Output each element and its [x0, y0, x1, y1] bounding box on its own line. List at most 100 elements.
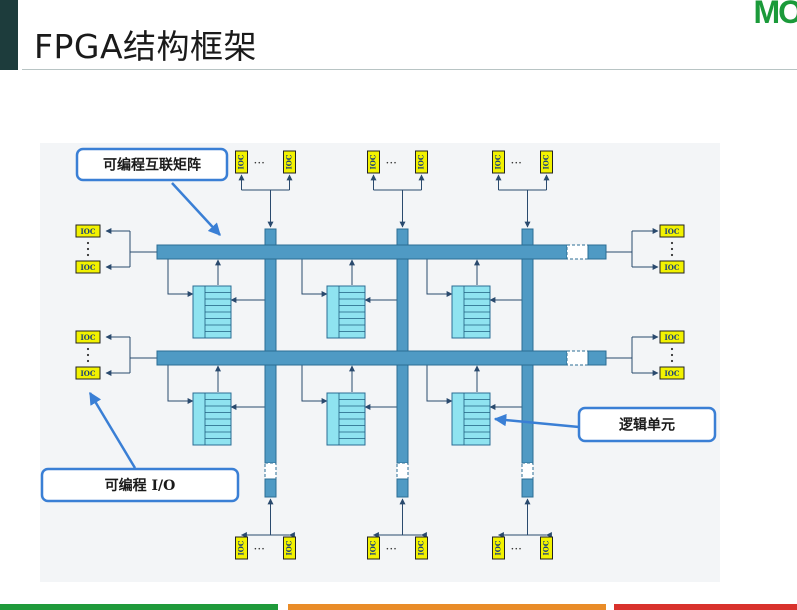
callout-io-label: 可编程 I/O	[105, 477, 176, 494]
io-block: IOC	[75, 330, 101, 344]
logic-cell	[326, 392, 366, 446]
io-block-body	[75, 330, 101, 344]
io-block-body	[415, 150, 428, 174]
io-ellipsis-dot	[670, 253, 674, 257]
io-block-body	[659, 224, 685, 238]
footer-bar-green	[0, 604, 278, 610]
vertical-bus-stub	[396, 478, 409, 498]
bus-gap	[566, 350, 589, 366]
logic-cell	[451, 392, 491, 446]
io-block-label: IOC	[665, 369, 680, 378]
io-block-label: IOC	[237, 540, 246, 555]
io-block: IOC	[75, 224, 101, 238]
io-block-label: IOC	[542, 540, 551, 555]
io-block-label: IOC	[494, 540, 503, 555]
io-block: IOC	[235, 536, 248, 560]
io-block-body	[367, 150, 380, 174]
vertical-bus	[264, 228, 277, 464]
io-block: IOC	[235, 150, 248, 174]
vertical-bus-stub	[264, 478, 277, 498]
horizontal-bus	[156, 350, 568, 366]
io-block-body	[235, 536, 248, 560]
logic-cell	[192, 285, 232, 339]
io-block: IOC	[659, 260, 685, 274]
io-block: IOC	[492, 536, 505, 560]
io-ellipsis-dot	[670, 241, 674, 245]
io-block-body	[540, 536, 553, 560]
footer-bar-orange	[288, 604, 606, 610]
wire	[167, 259, 194, 297]
horizontal-bus	[156, 244, 568, 260]
io-block: IOC	[540, 536, 553, 560]
io-block: IOC	[492, 150, 505, 174]
io-block-label: IOC	[542, 154, 551, 169]
logic-cell	[451, 285, 491, 339]
io-block-label: IOC	[494, 154, 503, 169]
io-ellipsis-dot	[670, 347, 674, 351]
io-block-body	[235, 150, 248, 174]
io-block: IOC	[367, 150, 380, 174]
io-ellipsis: ···	[511, 542, 522, 556]
io-block-label: IOC	[417, 154, 426, 169]
fpga-diagram-panel: IOC IOC ··· IOC IOC ··· IOC IOC ··· IOC IOC ··· IOC I…	[40, 143, 720, 582]
io-ellipsis: ···	[254, 156, 265, 170]
buses-layer	[156, 228, 607, 498]
wire	[301, 259, 328, 297]
io-block-body	[540, 150, 553, 174]
logic-cells-layer	[192, 285, 491, 446]
io-block-body	[283, 150, 296, 174]
io-block-body	[415, 536, 428, 560]
vertical-bus	[521, 228, 534, 464]
callout-io: 可编程 I/O	[40, 467, 240, 503]
io-block-body	[659, 366, 685, 380]
io-ellipsis-dot	[86, 253, 90, 257]
wires-layer	[105, 174, 659, 535]
callout-logic-cell-box	[577, 406, 717, 443]
vertical-bus	[396, 228, 409, 464]
io-ellipsis-dot	[670, 359, 674, 363]
io-block-label: IOC	[285, 154, 294, 169]
io-block-label: IOC	[285, 540, 294, 555]
io-block: IOC	[367, 536, 380, 560]
io-block-label: IOC	[81, 333, 96, 342]
io-ellipsis-dot	[86, 247, 90, 251]
callout-interconnect-box	[75, 147, 229, 182]
io-block-body	[367, 536, 380, 560]
io-block-body	[75, 260, 101, 274]
io-block-label: IOC	[81, 227, 96, 236]
io-ellipsis: ···	[254, 542, 265, 556]
io-block-label: IOC	[81, 369, 96, 378]
wire	[426, 259, 453, 297]
io-block: IOC	[415, 150, 428, 174]
callout-logic-cell-label: 逻辑单元	[619, 417, 675, 434]
io-ellipsis: ···	[386, 542, 397, 556]
io-block-label: IOC	[369, 540, 378, 555]
callout-interconnect: 可编程互联矩阵	[75, 147, 229, 182]
bus-gap	[566, 244, 589, 260]
vertical-bus-stub	[521, 478, 534, 498]
title-divider	[22, 69, 797, 70]
io-ellipsis-dot	[670, 247, 674, 251]
slide-title: FPGA结构框架	[34, 27, 258, 66]
wire	[301, 365, 328, 404]
io-block: IOC	[75, 366, 101, 380]
bus-gap	[521, 462, 534, 480]
io-block: IOC	[75, 260, 101, 274]
io-block: IOC	[659, 366, 685, 380]
io-ellipsis-dot	[86, 347, 90, 351]
mooc-logo: MO	[753, 0, 797, 30]
io-block-label: IOC	[417, 540, 426, 555]
io-ellipsis-dot	[670, 353, 674, 357]
io-block-body	[75, 224, 101, 238]
io-block: IOC	[415, 536, 428, 560]
horizontal-bus-stub	[587, 244, 607, 260]
io-block: IOC	[659, 224, 685, 238]
fpga-diagram: IOC IOC ··· IOC IOC ··· IOC IOC ··· IOC IOC ··· IOC I…	[40, 147, 717, 560]
io-block-body	[75, 366, 101, 380]
callout-io-box	[40, 467, 240, 503]
io-block: IOC	[540, 150, 553, 174]
io-ellipsis-dot	[86, 353, 90, 357]
io-block: IOC	[659, 330, 685, 344]
bus-gap	[264, 462, 277, 480]
